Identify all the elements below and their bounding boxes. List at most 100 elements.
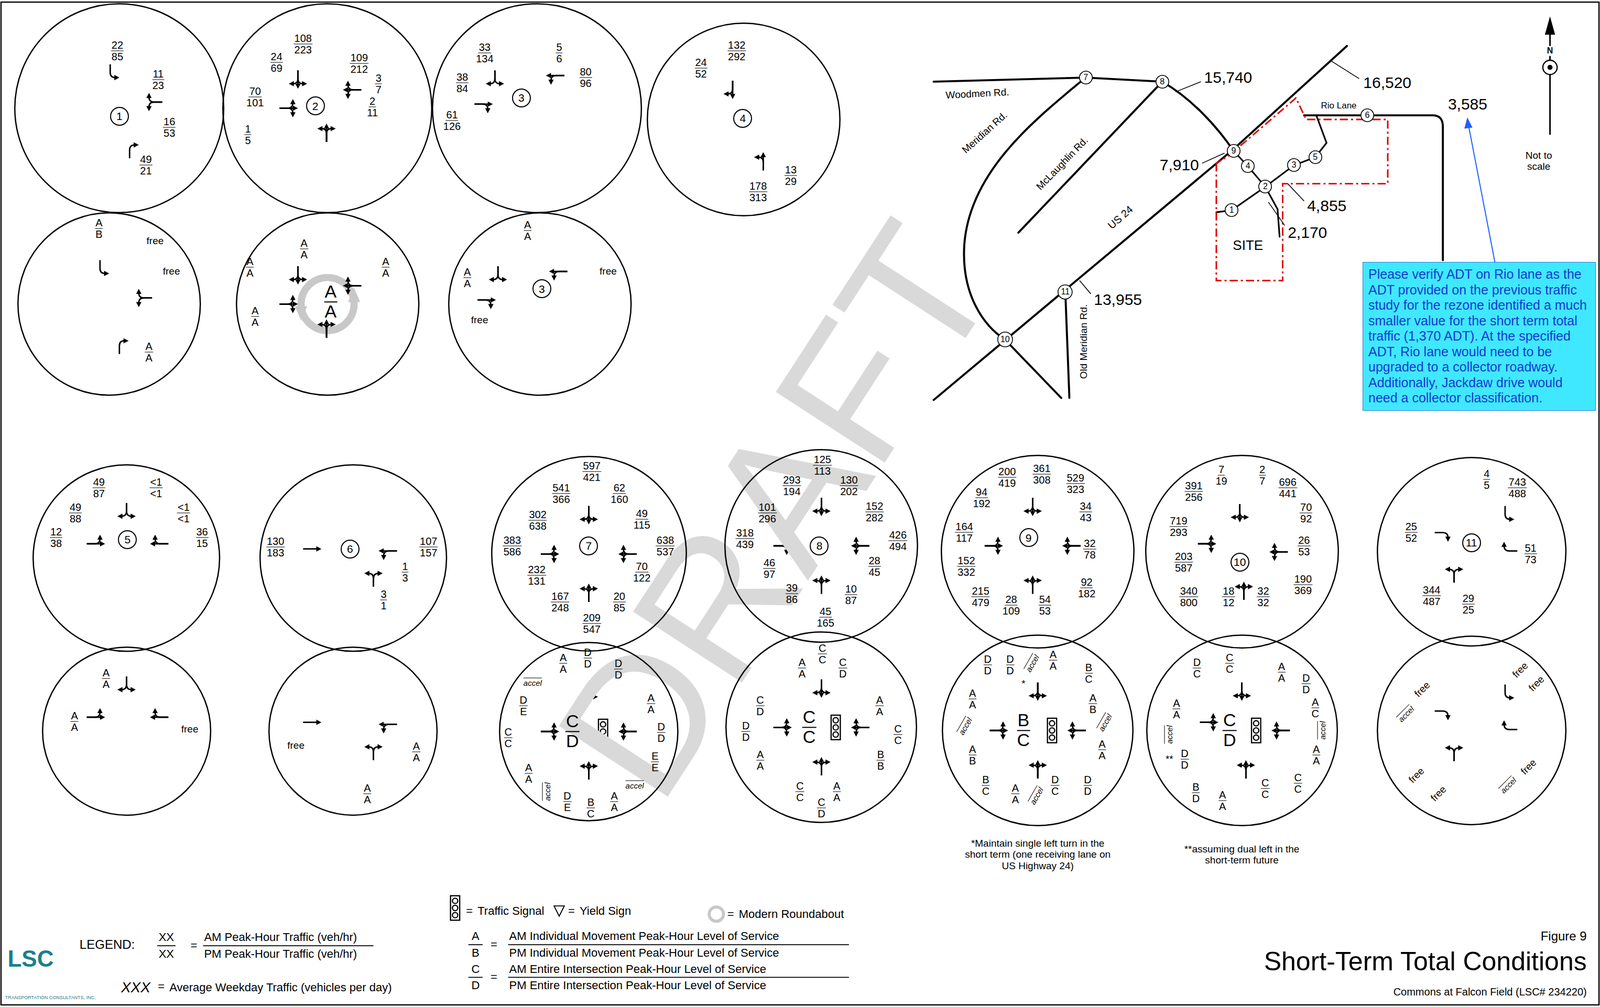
am-value: 45 bbox=[819, 605, 832, 618]
am-value: A bbox=[1097, 738, 1106, 751]
map-intersection: 9 bbox=[1226, 144, 1241, 158]
movement-arrow bbox=[1023, 497, 1042, 517]
am-value: A bbox=[1312, 743, 1321, 756]
pm-value: 165 bbox=[816, 617, 834, 629]
am-value: 70 bbox=[1299, 502, 1313, 514]
arrow-head bbox=[381, 554, 387, 561]
legend-sample: XXX bbox=[121, 979, 151, 997]
arrow-head bbox=[1444, 567, 1451, 573]
arrow-head bbox=[551, 558, 557, 564]
am-value: 38 bbox=[455, 71, 469, 83]
fraction: 638537 bbox=[656, 534, 675, 558]
arrow-head bbox=[1210, 713, 1216, 719]
arrow-head bbox=[301, 277, 308, 283]
pm-value: 369 bbox=[1294, 584, 1312, 596]
arrow-head bbox=[546, 72, 552, 79]
arrow-head bbox=[117, 513, 123, 519]
map-intersection: 6 bbox=[1360, 108, 1375, 123]
am-value: 5 bbox=[555, 41, 563, 54]
pm-value: 293 bbox=[1169, 526, 1188, 538]
am-value: 26 bbox=[1297, 534, 1311, 547]
lane-note: accel bbox=[523, 678, 542, 688]
am-value: 200 bbox=[997, 466, 1017, 478]
pm-value: 92 bbox=[1300, 513, 1312, 525]
fraction: 2845 bbox=[868, 554, 881, 578]
leader-line bbox=[1175, 81, 1202, 92]
am-value: 51 bbox=[1524, 542, 1537, 555]
am-value: C bbox=[1293, 772, 1302, 785]
node-number: 7 bbox=[1083, 73, 1088, 82]
am-value: 164 bbox=[954, 521, 974, 533]
circle-border bbox=[17, 212, 201, 396]
arrow-head bbox=[1230, 514, 1236, 520]
signal-lamp bbox=[452, 905, 458, 911]
arrow-head bbox=[997, 543, 1004, 549]
pm-value: 87 bbox=[93, 487, 105, 499]
pm-value: D bbox=[1223, 731, 1237, 750]
volume-circle: 132292245213291783134 bbox=[646, 22, 841, 217]
circle-border bbox=[579, 537, 598, 555]
map-intersection: 3 bbox=[1287, 158, 1301, 172]
node-number: 8 bbox=[816, 540, 823, 552]
pm-value: 586 bbox=[503, 546, 521, 558]
movement-arrow bbox=[342, 80, 362, 100]
arrow-head bbox=[317, 321, 323, 328]
am-value: A bbox=[756, 748, 765, 761]
arrow-head bbox=[1445, 715, 1451, 721]
yield-symbol bbox=[553, 906, 564, 917]
fraction: AB bbox=[1089, 692, 1097, 716]
leader-lines bbox=[1079, 61, 1359, 295]
pm-value: C bbox=[894, 734, 902, 746]
movement-arrow bbox=[1434, 532, 1451, 542]
fraction: DD bbox=[583, 646, 592, 670]
circle-border bbox=[341, 540, 359, 559]
movement-arrow bbox=[1198, 534, 1217, 553]
arrow-head bbox=[330, 125, 336, 132]
volume-circle: 1251132931941302021012961522823184394264… bbox=[724, 449, 919, 644]
arrow-head bbox=[130, 513, 136, 519]
pm-value: D bbox=[742, 732, 750, 744]
los-circle: AAAAfree bbox=[41, 646, 212, 816]
fraction: AA bbox=[875, 694, 884, 718]
movement-note: free bbox=[1428, 783, 1450, 804]
legend-text: AM Peak-Hour Traffic (veh/hr) bbox=[203, 931, 357, 945]
pm-value: 78 bbox=[1083, 549, 1096, 561]
am-value: 529 bbox=[1066, 472, 1085, 484]
arrow-head bbox=[292, 301, 299, 307]
fraction: DD bbox=[1180, 747, 1189, 771]
callout-leader bbox=[1468, 124, 1496, 263]
fraction: 4921 bbox=[139, 154, 152, 177]
arrow-head bbox=[585, 519, 592, 525]
movement-arrow bbox=[1444, 567, 1464, 583]
fraction: 49115 bbox=[633, 508, 651, 531]
fraction: AA bbox=[523, 219, 532, 243]
movement-arrow bbox=[1023, 575, 1042, 594]
am-value: B bbox=[1084, 662, 1093, 674]
arrow-head bbox=[1029, 511, 1036, 517]
fraction: 1329 bbox=[784, 164, 798, 187]
am-value: A bbox=[1311, 697, 1320, 709]
fraction: AA bbox=[647, 692, 656, 716]
pm-value: 212 bbox=[350, 63, 368, 75]
arrow-head bbox=[498, 81, 505, 87]
arrow-head bbox=[1036, 508, 1042, 515]
circle-border bbox=[1146, 635, 1338, 826]
arrow-head bbox=[1029, 575, 1036, 581]
circle-border bbox=[1287, 158, 1301, 172]
am-value: A bbox=[70, 710, 79, 722]
node-number: 9 bbox=[1231, 146, 1237, 156]
pm-value: 183 bbox=[266, 547, 285, 559]
adt-value: 3,585 bbox=[1448, 94, 1488, 114]
arrow-head bbox=[1000, 734, 1006, 740]
movement-arrow bbox=[1505, 506, 1515, 522]
signal-lamp bbox=[1253, 727, 1259, 734]
am-value: B bbox=[876, 748, 885, 761]
intersection-number: 3 bbox=[512, 88, 531, 108]
am-value: B bbox=[586, 797, 595, 809]
node-number: 1 bbox=[1229, 205, 1235, 215]
am-value: C bbox=[802, 708, 817, 729]
am-value: 20 bbox=[613, 590, 626, 603]
movement-arrow bbox=[129, 142, 139, 159]
fraction: 37 bbox=[375, 72, 383, 95]
circle-border bbox=[259, 464, 447, 652]
